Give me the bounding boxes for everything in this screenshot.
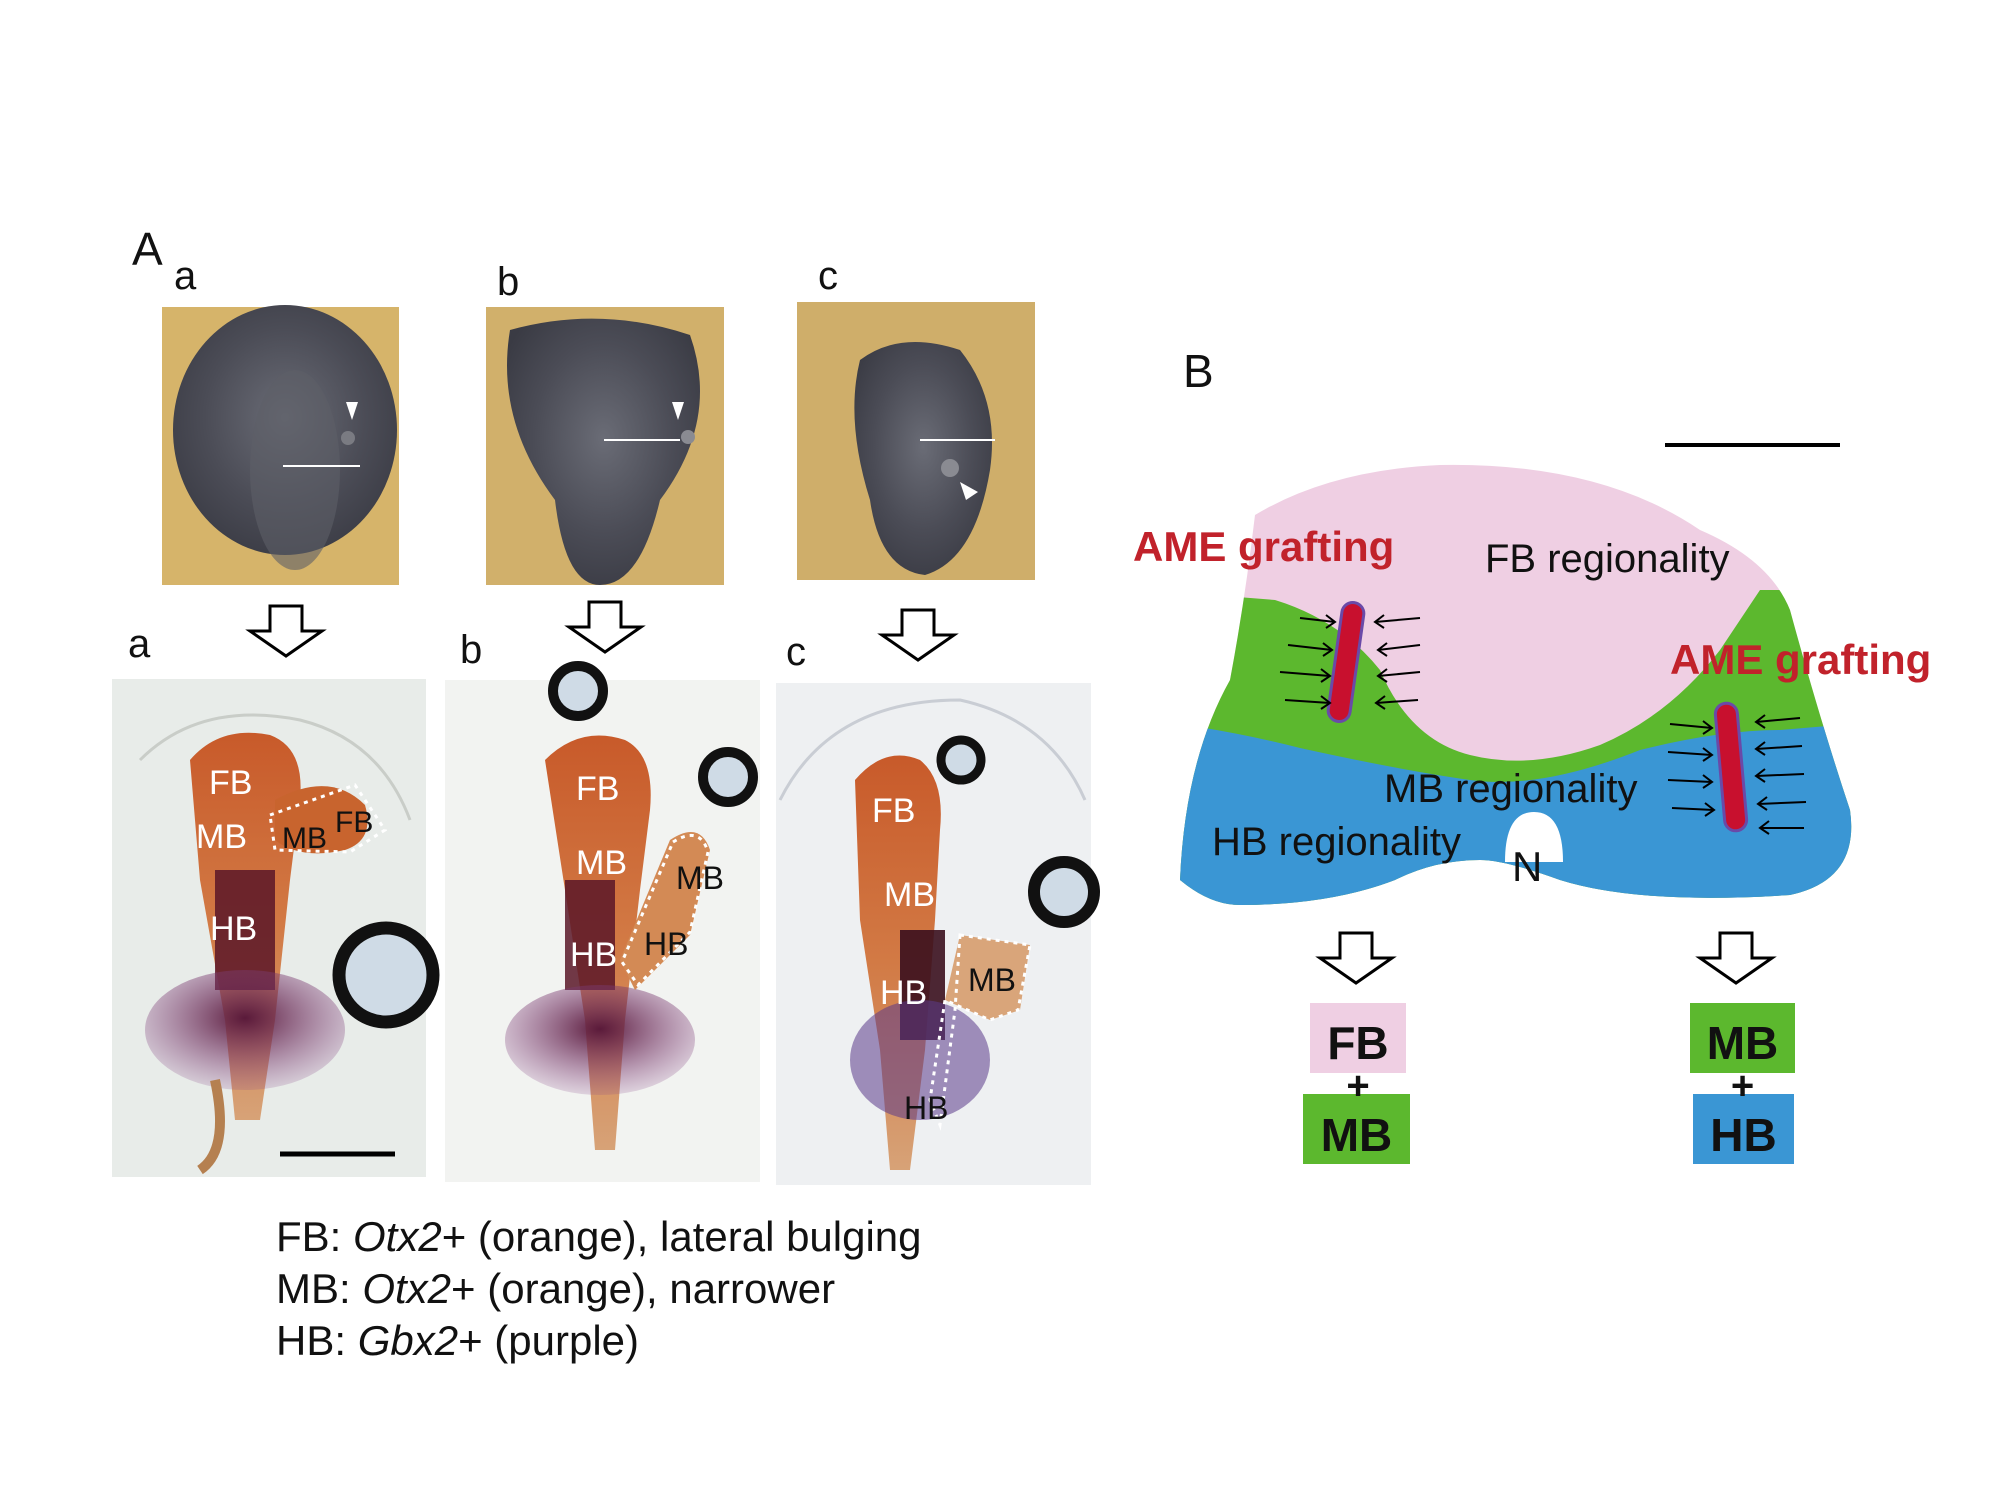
arrowhead-icon <box>672 402 684 420</box>
region-label-fb-c: FB <box>872 792 916 830</box>
graft-right <box>1667 701 1807 835</box>
outcome-right-bottom-box <box>1693 1094 1794 1164</box>
outcome-left-plus: + <box>1346 1064 1370 1108</box>
region-label-fb-b: FB <box>576 770 620 808</box>
notch-label: N <box>1512 843 1543 890</box>
legend-fb: FB: Otx2+ (orange), lateral bulging <box>276 1213 922 1260</box>
bottom-label-c: c <box>786 630 806 674</box>
region-label-mb-b: MB <box>576 844 627 882</box>
legend-mb: MB: Otx2+ (orange), narrower <box>276 1265 836 1312</box>
down-arrow-icon <box>564 600 646 654</box>
bottom-label-a: a <box>128 622 151 666</box>
embryo-photo-b <box>486 307 724 585</box>
ame-grafting-label-right: AME grafting <box>1670 636 1932 683</box>
notch <box>1505 812 1563 862</box>
graft-label-fb-a: FB <box>335 806 374 839</box>
embryo-photo-a <box>162 305 399 585</box>
outcome-right-bottom: HB <box>1710 1109 1777 1161</box>
region-label-mb-c: MB <box>884 876 935 914</box>
down-arrow-icon <box>1695 931 1777 985</box>
outcome-right-top-box <box>1690 1003 1795 1073</box>
ame-grafting-label-left: AME grafting <box>1133 523 1395 570</box>
down-arrow-icon <box>1315 931 1397 985</box>
region-label-hb-b: HB <box>570 936 618 974</box>
region-label-fb-a: FB <box>209 764 253 802</box>
region-label-hb-a: HB <box>210 910 258 948</box>
stained-embryo-a <box>112 679 440 1177</box>
graft-left <box>1279 600 1421 724</box>
stained-embryo-c <box>776 683 1100 1185</box>
outcome-right-top: MB <box>1706 1017 1779 1069</box>
outcome-left-top: FB <box>1327 1017 1389 1069</box>
down-arrow-icon <box>245 604 327 658</box>
arrowhead-icon <box>346 402 358 420</box>
panel-a-letter: A <box>132 223 163 275</box>
region-label-mb-a: MB <box>196 818 247 856</box>
down-arrow-icon <box>877 608 959 662</box>
outcome-left-bottom-box <box>1303 1094 1410 1164</box>
legend-hb: HB: Gbx2+ (purple) <box>276 1317 639 1364</box>
region-label-hb-c: HB <box>880 974 928 1012</box>
graft-label-mb-c: MB <box>968 962 1016 998</box>
bottom-label-b: b <box>460 628 483 672</box>
graft-label-hb-b: HB <box>644 926 689 962</box>
outcome-left-top-box <box>1310 1003 1406 1073</box>
graft-label-mb-a: MB <box>282 822 327 855</box>
panel-b-letter: B <box>1183 345 1214 397</box>
outcome-right-plus: + <box>1730 1064 1755 1108</box>
hb-regionality-label: HB regionality <box>1212 820 1462 864</box>
fb-regionality-label: FB regionality <box>1485 537 1730 581</box>
graft-label-hb-c: HB <box>904 1090 949 1126</box>
top-label-c: c <box>818 254 838 298</box>
mb-regionality-label: MB regionality <box>1384 767 1638 811</box>
top-label-a: a <box>174 254 197 298</box>
top-label-b: b <box>497 260 520 304</box>
stained-embryo-b <box>445 661 760 1182</box>
graft-label-mb-b: MB <box>676 860 724 896</box>
outcome-left-bottom: MB <box>1320 1109 1393 1161</box>
arrowhead-icon <box>960 482 978 500</box>
embryo-photo-c <box>797 302 1035 580</box>
